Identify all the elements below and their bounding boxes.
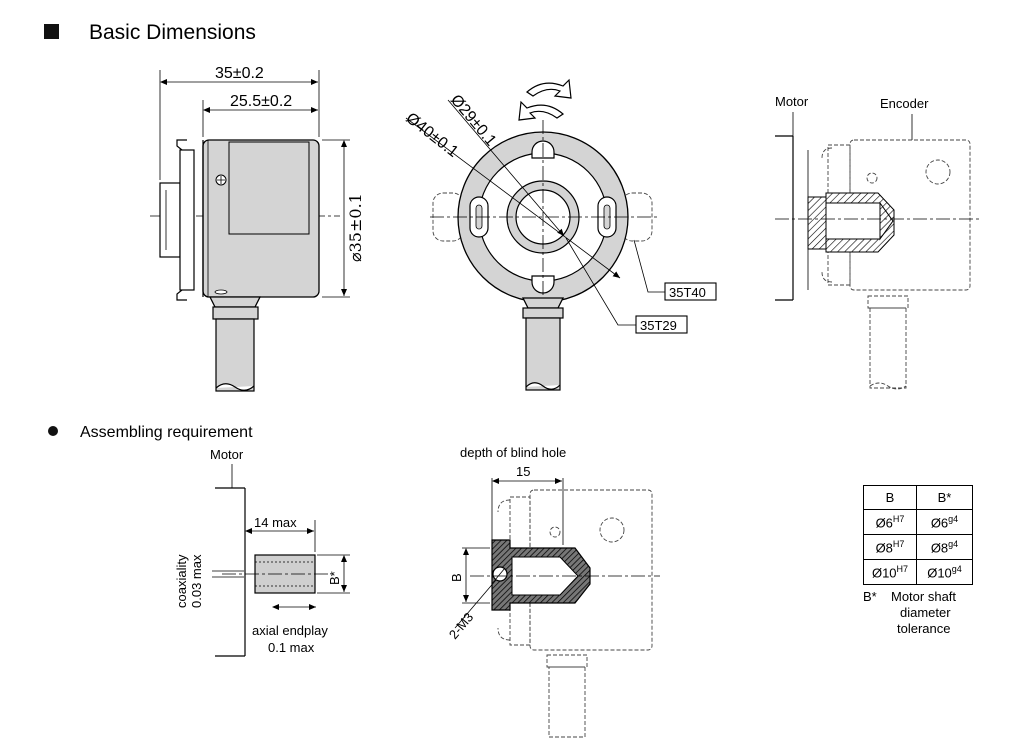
label-motor-top: Motor (775, 94, 809, 109)
label-axial-endplay-value: 0.1 max (268, 640, 315, 655)
tag-35t29: 35T29 (640, 318, 677, 333)
note-line-2: diameter (900, 605, 951, 620)
table-header-b: B (863, 485, 917, 510)
dim-body-diameter: ⌀35±0.1 (346, 193, 365, 262)
cell-b-sup: H7 (892, 538, 905, 549)
label-2-m3: 2-M3 (446, 610, 477, 642)
encoder-body (202, 139, 320, 298)
assembly-blind-hole-view: depth of blind hole 15 B 2-M3 (446, 445, 660, 738)
label-coaxiality: coaxiality (174, 554, 189, 608)
dim-depth: 15 (516, 464, 530, 479)
cell-b-sup: H7 (896, 563, 909, 574)
cell-b-star-sup: g4 (951, 563, 962, 574)
mount-view: Motor Encoder (775, 94, 980, 390)
rotate-ccw-icon (518, 100, 564, 121)
section-header: Basic Dimensions (44, 21, 256, 44)
dim-shaft-length: 14 max (254, 515, 297, 530)
tag-35t40: 35T40 (669, 285, 706, 300)
cell-b-star: Ø10 (927, 565, 952, 581)
cell-b-star-sup: g4 (948, 538, 959, 549)
tolerance-note: B* Motor shaft diameter tolerance (863, 589, 973, 637)
label-coaxiality-value: 0.03 max (189, 554, 204, 608)
label-motor-assembly: Motor (210, 447, 244, 462)
dim-overall-length: 35±0.2 (215, 65, 264, 82)
table-row: Ø6H7 Ø6g4 (863, 509, 973, 535)
dim-inner-diameter: Ø29±0.1 (447, 92, 499, 150)
label-depth-blind-hole: depth of blind hole (460, 445, 566, 460)
dim-body-length: 25.5±0.2 (230, 93, 292, 110)
table-row: Ø10H7 Ø10g4 (863, 559, 973, 585)
section-square-icon (44, 24, 59, 39)
note-key: B* (863, 589, 877, 604)
note-line-3: tolerance (897, 621, 951, 636)
subsection-title: Assembling requirement (80, 424, 253, 441)
cell-b-sup: H7 (892, 513, 905, 524)
front-view: Ø40±0.1 Ø29±0.1 35T40 35T29 (403, 78, 717, 391)
cell-b-star: Ø6 (930, 515, 949, 531)
note-line-1: Motor shaft (891, 589, 957, 604)
label-encoder: Encoder (880, 96, 929, 111)
label-b-star: B* (327, 571, 342, 585)
label-axial-endplay: axial endplay (252, 623, 328, 638)
side-view: 35±0.2 25.5±0.2 ⌀35±0.1 (150, 65, 365, 392)
bullet-icon (48, 426, 58, 436)
dim-outer-diameter: Ø40±0.1 (403, 110, 462, 161)
assembly-shaft-view: Motor 14 max coaxiality 0.03 max B* axia… (174, 447, 350, 657)
cable (215, 318, 255, 392)
cell-b-star-sup: g4 (948, 513, 959, 524)
table-header-b-star: B* (916, 485, 973, 510)
table-row: Ø8H7 Ø8g4 (863, 534, 973, 560)
cell-b-star: Ø8 (930, 540, 949, 556)
label-b: B (449, 573, 464, 582)
section-title: Basic Dimensions (89, 21, 256, 44)
tolerance-table: B B* Ø6H7 Ø6g4 Ø8H7 Ø8g4 Ø10H7 Ø10g4 B* … (863, 485, 973, 637)
cell-b: Ø6 (875, 515, 893, 531)
cell-b: Ø8 (875, 540, 893, 556)
subsection-header: Assembling requirement (48, 424, 253, 441)
rotate-cw-icon (526, 78, 572, 99)
cell-b: Ø10 (871, 565, 897, 581)
